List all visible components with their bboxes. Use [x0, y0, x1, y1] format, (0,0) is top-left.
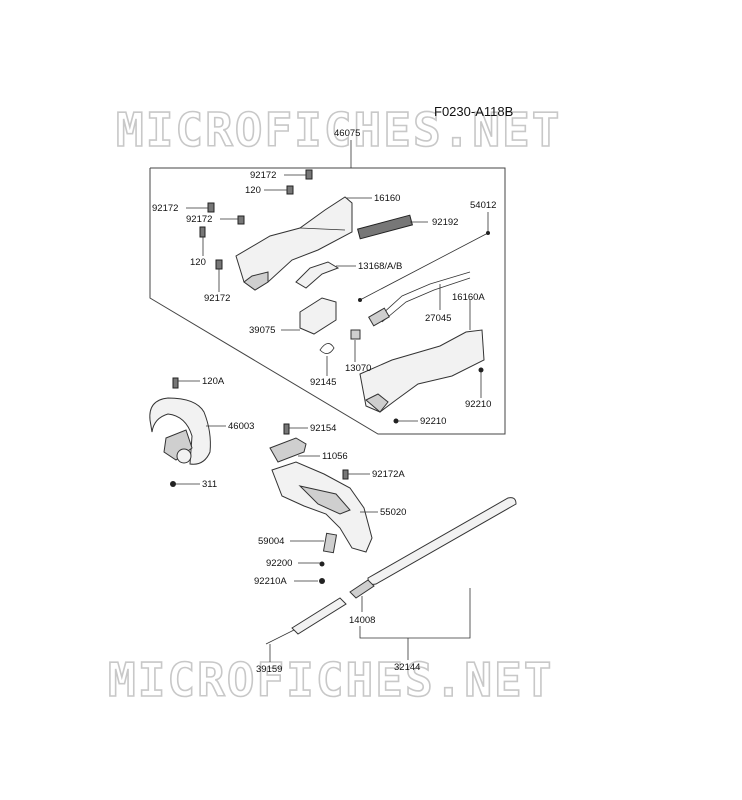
- throttle-cable: [358, 231, 490, 302]
- watermark-bottom: MICROFICHES.NET: [108, 653, 553, 707]
- label-54012: 54012: [470, 200, 496, 211]
- label-16160A: 16160A: [452, 292, 485, 303]
- label-92192: 92192: [432, 217, 458, 228]
- drive-shaft: [265, 597, 347, 645]
- label-16160: 16160: [374, 193, 400, 204]
- screw-92172-left-1: [207, 202, 215, 213]
- label-46003: 46003: [228, 421, 254, 432]
- label-46075: 46075: [334, 128, 360, 139]
- label-92210-right: 92210: [465, 399, 491, 410]
- label-92172-left-1: 92172: [152, 203, 178, 214]
- label-120-left: 120: [190, 257, 206, 268]
- kit-leaders: [186, 174, 489, 422]
- label-92200: 92200: [266, 558, 292, 569]
- screw-92210-right: [478, 367, 484, 373]
- label-13070: 13070: [345, 363, 371, 374]
- kit-frame: [149, 140, 506, 435]
- spring: [357, 214, 428, 240]
- label-59004: 59004: [258, 536, 284, 547]
- label-92172A: 92172A: [372, 469, 405, 480]
- wire-harness: [368, 271, 471, 327]
- handle-left-half: [235, 196, 353, 291]
- label-92145: 92145: [310, 377, 336, 388]
- label-27045: 27045: [425, 313, 451, 324]
- label-39075: 39075: [249, 325, 275, 336]
- label-14008: 14008: [349, 615, 375, 626]
- guard: [149, 397, 211, 465]
- switch: [350, 329, 361, 340]
- label-120A: 120A: [202, 376, 225, 387]
- label-13168: 13168/A/B: [358, 261, 402, 272]
- label-92154: 92154: [310, 423, 336, 434]
- shaft: [349, 497, 517, 599]
- screw-92210-bottom: [393, 418, 399, 424]
- clamp-bolt: [319, 532, 338, 584]
- label-11056: 11056: [322, 451, 348, 462]
- screw-92172-top: [305, 169, 313, 180]
- throttle-trigger: [295, 261, 340, 289]
- guard-bolt: [172, 377, 179, 389]
- figure-code: F0230-A118B: [434, 104, 513, 119]
- label-92172-left-2: 92172: [186, 214, 212, 225]
- grip-holder: [271, 461, 373, 553]
- guard-nut: [170, 481, 176, 487]
- screw-92172-bottom: [215, 259, 223, 270]
- label-92210-bottom: 92210: [420, 416, 446, 427]
- lower-leaders: [176, 380, 471, 662]
- throttle-lock: [299, 297, 337, 335]
- label-39159: 39159: [256, 664, 282, 675]
- label-92172-top: 92172: [250, 170, 276, 181]
- label-55020: 55020: [380, 507, 406, 518]
- label-120-top: 120: [245, 185, 261, 196]
- screw-120-left: [199, 226, 206, 238]
- watermark-top: MICROFICHES.NET: [116, 103, 561, 157]
- handle-right-half: [359, 329, 485, 413]
- label-32144: 32144: [394, 662, 420, 673]
- spring-clip: [319, 343, 335, 354]
- label-311: 311: [202, 479, 217, 490]
- bracket: [269, 423, 307, 463]
- screw-120-top: [286, 185, 294, 195]
- label-92210A: 92210A: [254, 576, 287, 587]
- label-92172-bottom: 92172: [204, 293, 230, 304]
- screw-92172-left-2: [237, 215, 245, 225]
